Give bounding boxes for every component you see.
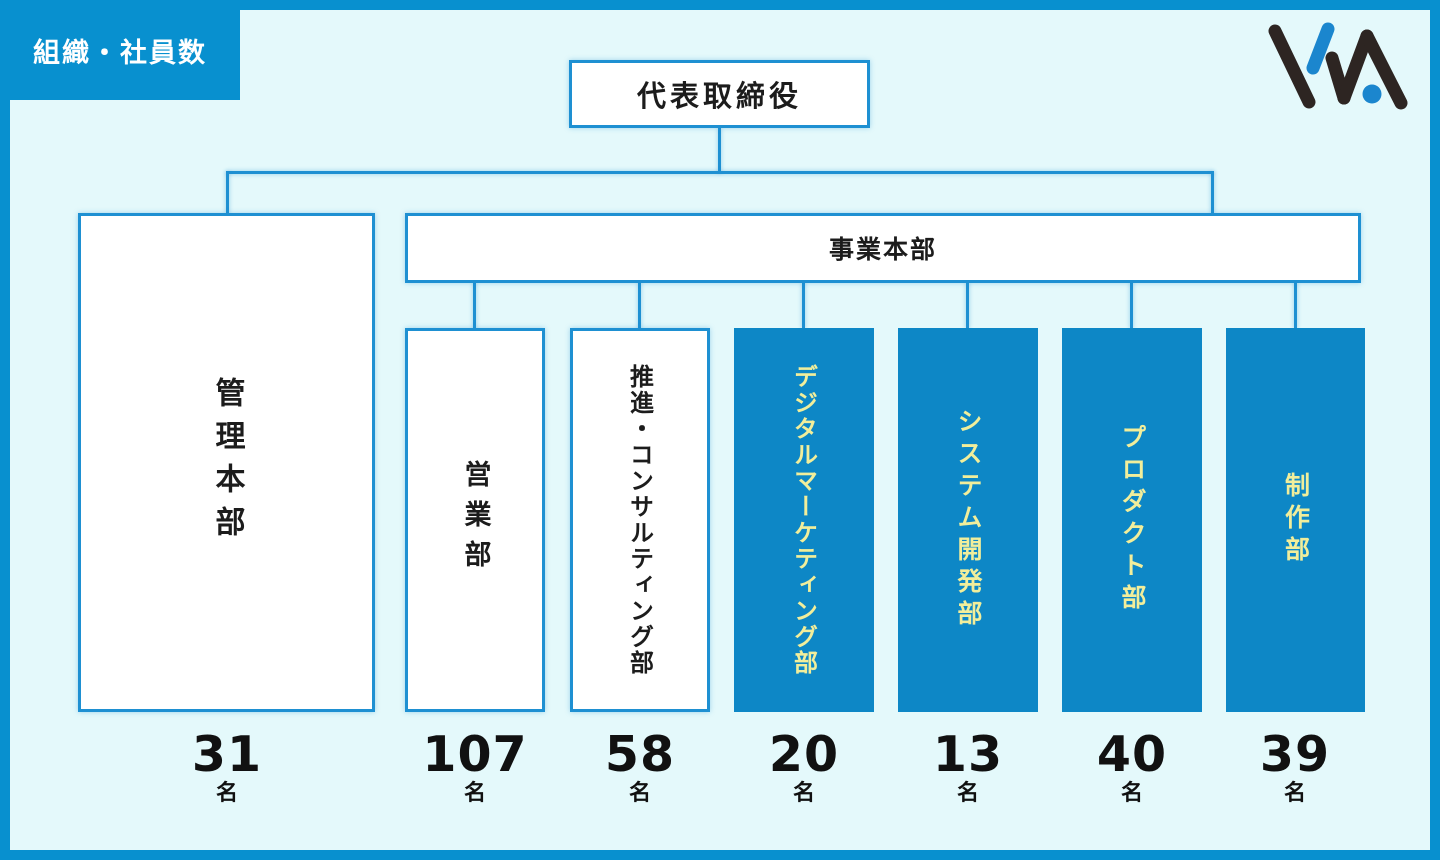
- connector-business-drop: [1211, 172, 1214, 214]
- node-business-division: 事業本部: [405, 213, 1361, 283]
- node-dept-promotion-consulting: 推進・コンサルティング部: [570, 328, 710, 712]
- node-label: 事業本部: [828, 235, 937, 264]
- connector-management-drop: [226, 172, 229, 214]
- headcount-number: 31: [191, 726, 263, 783]
- headcount-system-development: 13 名: [933, 730, 1003, 805]
- connector-dept-drop-6: [1294, 282, 1297, 329]
- node-dept-product: プロダクト部: [1062, 328, 1202, 712]
- headcount-unit: 名: [956, 781, 980, 806]
- logo-stroke-blue: [1306, 22, 1335, 75]
- logo-stroke-mid-right: [1337, 29, 1374, 105]
- headcount-promotion-consulting: 58 名: [605, 730, 675, 805]
- headcount-number: 20: [768, 726, 840, 783]
- headcount-number: 13: [932, 726, 1004, 783]
- connector-dept-drop-5: [1130, 282, 1133, 329]
- headcount-unit: 名: [1283, 781, 1307, 806]
- node-management-division: 管理本部: [78, 213, 375, 712]
- headcount-unit: 名: [628, 781, 652, 806]
- headcount-unit: 名: [463, 781, 487, 806]
- connector-dept-drop-1: [473, 282, 476, 329]
- logo-dot: [1362, 84, 1382, 104]
- headcount-unit: 名: [215, 781, 239, 806]
- headcount-number: 107: [422, 726, 528, 783]
- headcount-unit: 名: [1120, 781, 1144, 806]
- logo-stroke-left: [1268, 24, 1316, 109]
- headcount-number: 39: [1259, 726, 1331, 783]
- node-representative-director: 代表取締役: [569, 60, 870, 128]
- title-badge: 組織・社員数: [0, 0, 240, 100]
- node-dept-production: 制作部: [1226, 328, 1365, 712]
- node-dept-digital-marketing: デジタルマーケティング部: [734, 328, 874, 712]
- node-label: 推進・コンサルティング部: [625, 364, 654, 676]
- node-label: システム開発部: [954, 408, 983, 632]
- connector-dept-drop-3: [802, 282, 805, 329]
- node-label: 代表取締役: [636, 79, 802, 113]
- logo-stroke-right: [1360, 29, 1408, 110]
- connector-main-horizontal: [226, 171, 1214, 174]
- headcount-sales: 107 名: [422, 730, 527, 805]
- headcount-product: 40 名: [1097, 730, 1167, 805]
- headcount-number: 58: [604, 726, 676, 783]
- node-label: 管理本部: [209, 376, 245, 549]
- node-label: 営業部: [459, 460, 491, 580]
- headcount-production: 39 名: [1260, 730, 1330, 805]
- page-title: 組織・社員数: [33, 37, 207, 69]
- headcount-number: 40: [1096, 726, 1168, 783]
- node-dept-system-development: システム開発部: [898, 328, 1038, 712]
- headcount-digital-marketing: 20 名: [769, 730, 839, 805]
- connector-dept-drop-2: [638, 282, 641, 329]
- headcount-management: 31 名: [192, 730, 262, 805]
- headcount-unit: 名: [792, 781, 816, 806]
- connector-dept-drop-4: [966, 282, 969, 329]
- node-label: デジタルマーケティング部: [789, 364, 818, 676]
- company-logo: [1268, 22, 1408, 110]
- connector-root-drop: [718, 128, 721, 173]
- node-label: プロダクト部: [1118, 424, 1147, 616]
- node-label: 制作部: [1281, 472, 1311, 568]
- node-dept-sales: 営業部: [405, 328, 545, 712]
